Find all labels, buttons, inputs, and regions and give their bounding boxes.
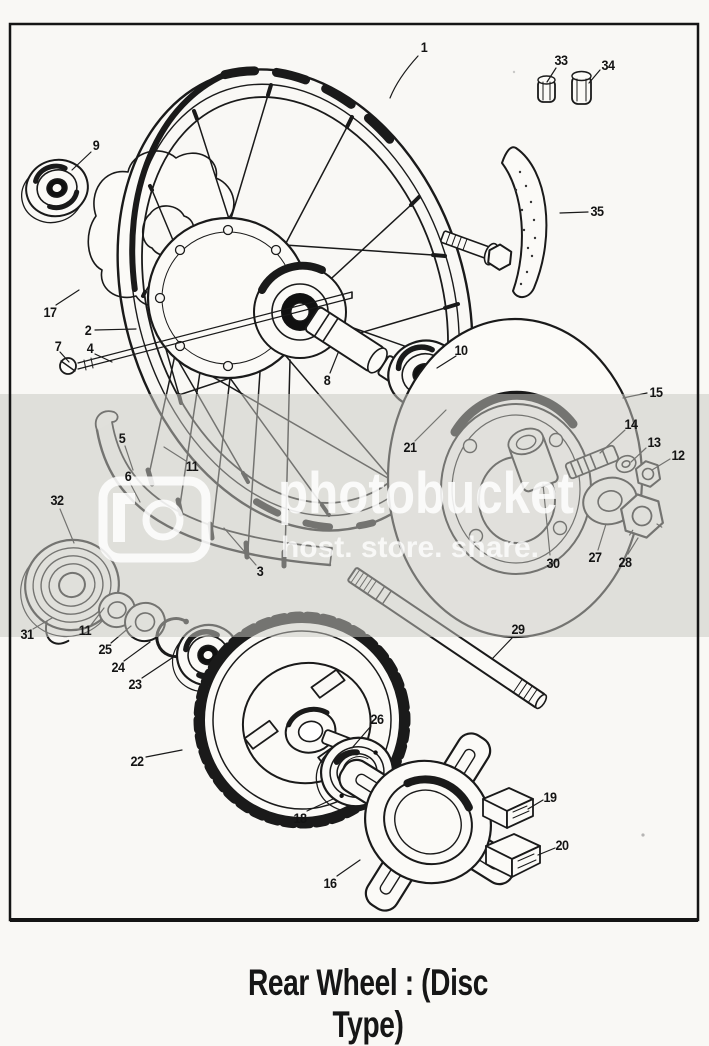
part-label-5: 5 <box>118 430 126 446</box>
part-label-27: 27 <box>588 549 602 565</box>
part-label-17: 17 <box>43 304 57 320</box>
part-label-24: 24 <box>111 659 125 675</box>
exploded-diagram: photobucket host. store. share. <box>0 22 709 922</box>
part-label-14: 14 <box>624 416 638 432</box>
part-cap-34 <box>571 70 592 105</box>
part-spoke-4 <box>59 291 353 375</box>
part-cap-33 <box>537 75 556 103</box>
part-label-4: 4 <box>86 340 94 356</box>
part-label-19: 19 <box>543 789 557 805</box>
part-label-9: 9 <box>92 137 100 153</box>
part-label-12: 12 <box>671 447 685 463</box>
part-label-18: 18 <box>293 810 307 826</box>
scanned-page: photobucket host. store. share. 1 2 3 4 … <box>0 22 709 1045</box>
diagram-frame <box>8 22 700 922</box>
part-label-31: 31 <box>20 626 34 642</box>
part-label-6: 6 <box>124 468 132 484</box>
part-label-16: 16 <box>323 875 337 891</box>
part-label-7: 7 <box>54 338 62 354</box>
part-label-23: 23 <box>128 676 142 692</box>
photobucket-watermark: photobucket host. store. share. <box>98 461 574 564</box>
watermark-tagline-text: host. store. share. <box>281 531 539 564</box>
scan-speck <box>641 833 645 837</box>
photobucket-camera-icon <box>98 476 211 563</box>
part-label-35: 35 <box>590 203 604 219</box>
part-label-10: 10 <box>454 342 468 358</box>
part-bearing-9 <box>21 158 89 224</box>
part-label-22: 22 <box>130 753 144 769</box>
part-label-32: 32 <box>50 492 64 508</box>
part-hub <box>146 216 347 380</box>
part-label-2: 2 <box>84 322 92 338</box>
scan-speck <box>512 70 516 74</box>
watermark-brand-text: photobucket <box>278 461 574 526</box>
part-label-26: 26 <box>370 711 384 727</box>
part-label-15: 15 <box>649 384 663 400</box>
part-label-8: 8 <box>323 372 331 388</box>
part-label-20: 20 <box>555 837 569 853</box>
part-label-13: 13 <box>647 434 661 450</box>
page-title: Rear Wheel : (Disc Type) <box>247 962 489 1045</box>
part-label-25: 25 <box>98 641 112 657</box>
part-label-33: 33 <box>554 52 568 68</box>
part-wedge-20 <box>485 833 541 878</box>
part-label-11: 11 <box>185 458 199 474</box>
part-label-30: 30 <box>546 555 560 571</box>
part-hub-carrier <box>338 732 518 912</box>
part-rim-lock <box>440 146 548 298</box>
part-label-1: 1 <box>420 39 428 55</box>
part-label-34: 34 <box>601 57 615 73</box>
part-label-11b: 11 <box>78 622 92 638</box>
part-label-3: 3 <box>256 563 264 579</box>
part-label-28: 28 <box>618 554 632 570</box>
part-label-21: 21 <box>403 439 417 455</box>
part-wedge-19 <box>482 787 534 829</box>
part-label-29: 29 <box>511 621 525 637</box>
